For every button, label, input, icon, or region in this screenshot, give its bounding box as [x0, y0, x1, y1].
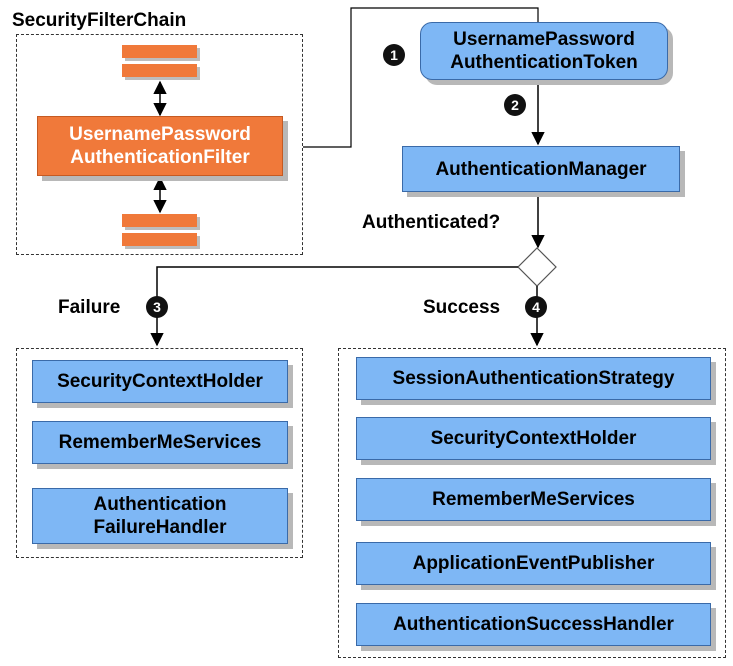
- failure-label: Failure: [58, 297, 121, 318]
- token-label-line2: AuthenticationToken: [450, 52, 638, 73]
- chain-filter-bar: [122, 64, 197, 77]
- session-authentication-strategy: SessionAuthenticationStrategy: [356, 357, 711, 400]
- application-event-publisher: ApplicationEventPublisher: [356, 542, 711, 585]
- token-label-line1: UsernamePassword: [453, 29, 635, 50]
- filter-to-token-line: [303, 7, 539, 148]
- authentication-success-handler: AuthenticationSuccessHandler: [356, 603, 711, 646]
- failure-branch-line: [150, 266, 518, 347]
- failure-handlers-box: [16, 348, 303, 558]
- failure-handler-line2: FailureHandler: [93, 517, 227, 538]
- failure-remember-me-services: RememberMeServices: [32, 421, 288, 464]
- decision-diamond: [517, 247, 557, 287]
- step-4-badge: 4: [525, 296, 547, 318]
- security-filter-chain-box: [16, 34, 303, 255]
- security-filter-chain-title: SecurityFilterChain: [12, 10, 187, 31]
- chain-filter-bar: [122, 214, 197, 227]
- filter-label-line2: AuthenticationFilter: [70, 147, 250, 168]
- filter-label-line1: UsernamePassword: [69, 124, 251, 145]
- chain-filter-bar: [122, 45, 197, 58]
- authenticated-question-label: Authenticated?: [362, 212, 501, 233]
- failure-handler-line1: Authentication: [93, 494, 227, 515]
- success-security-context-holder: SecurityContextHolder: [356, 417, 711, 460]
- success-handlers-box: [338, 348, 726, 658]
- authentication-manager: AuthenticationManager: [402, 146, 680, 192]
- step-2-badge: 2: [504, 94, 526, 116]
- username-password-authentication-filter: UsernamePassword AuthenticationFilter: [37, 116, 283, 176]
- success-label: Success: [423, 297, 501, 318]
- success-remember-me-services: RememberMeServices: [356, 478, 711, 521]
- username-password-authentication-token: UsernamePassword AuthenticationToken: [420, 22, 668, 80]
- chain-filter-bar: [122, 233, 197, 246]
- failure-security-context-holder: SecurityContextHolder: [32, 360, 288, 403]
- authentication-failure-handler: Authentication FailureHandler: [32, 488, 288, 544]
- step-1-badge: 1: [383, 44, 405, 66]
- step-3-badge: 3: [146, 296, 168, 318]
